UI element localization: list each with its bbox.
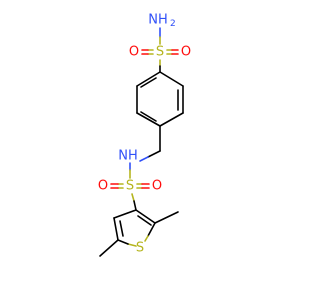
thiophene-c3-c2 xyxy=(135,209,156,224)
benzene-inner-3 xyxy=(140,77,157,88)
nh2-subscript: 2 xyxy=(170,19,176,29)
benzene-bond-1 xyxy=(159,71,184,87)
bond-ch2-nh-a xyxy=(147,150,161,158)
thiophene-s-c5-a xyxy=(127,243,137,247)
thiophene-c2-s-b xyxy=(144,235,149,242)
benzene-bond-6 xyxy=(136,71,161,87)
nh-label: NH xyxy=(118,149,138,164)
sulfonyl-sulfur-top: S xyxy=(156,45,164,60)
molecule-diagram: NH 2 S O O NH S O O S xyxy=(98,13,191,257)
nh2-label: NH xyxy=(148,13,168,28)
bond-s-thio-b xyxy=(133,200,137,211)
methyl-c2 xyxy=(154,211,179,224)
oxygen-mid-left: O xyxy=(98,179,108,194)
benzene-inner-2 xyxy=(140,111,157,122)
oxygen-top-right: O xyxy=(181,45,191,60)
thiophene-s-c5-b xyxy=(117,239,129,245)
thiophene-c3-c2-inner xyxy=(137,215,152,226)
thiophene-c5-c4 xyxy=(113,217,119,241)
atom-labels: NH 2 S O O NH S O O S xyxy=(98,13,191,256)
methyl-c5 xyxy=(99,239,119,257)
thiophene-c5-c4-inner xyxy=(119,220,124,237)
oxygen-top-left: O xyxy=(129,45,139,60)
thiophene-sulfur: S xyxy=(136,241,144,256)
benzene-bond-4 xyxy=(136,112,161,127)
bonds xyxy=(99,27,184,257)
thiophene-c2-s-a xyxy=(147,222,156,237)
thiophene-c4-c3 xyxy=(113,209,137,219)
sulfonyl-sulfur-mid: S xyxy=(126,179,134,194)
bond-ch2-nh-b xyxy=(139,156,149,162)
bond-s-thio-a xyxy=(131,193,135,202)
benzene-bond-3 xyxy=(159,112,184,127)
oxygen-mid-right: O xyxy=(152,179,162,194)
